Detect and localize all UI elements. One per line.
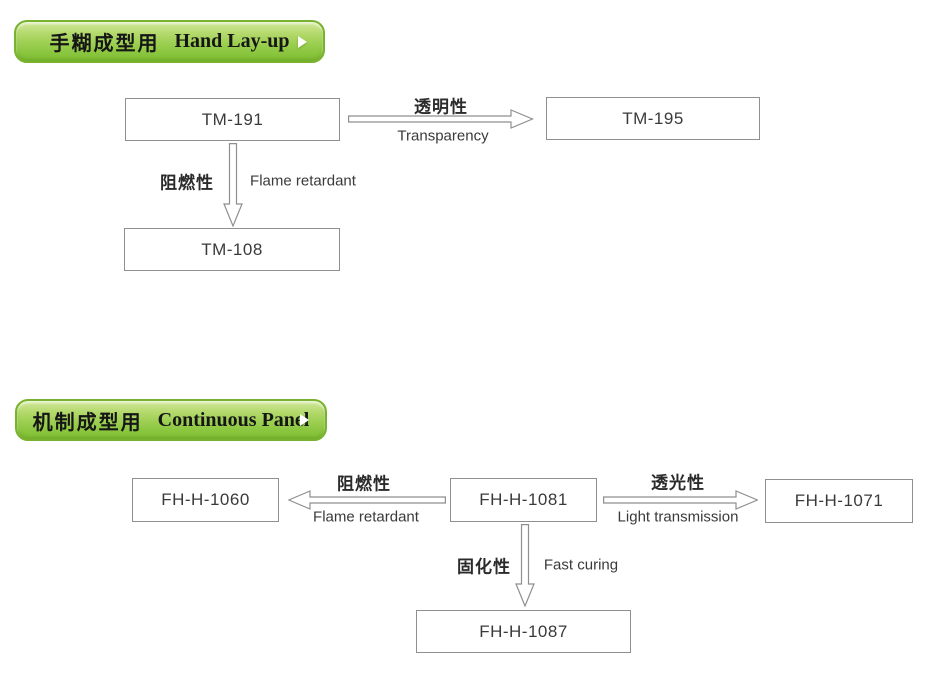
section-title-en: Hand Lay-up bbox=[174, 30, 290, 52]
edge-label-zh: 透明性 bbox=[414, 97, 468, 117]
node-fh-h-1081: FH-H-1081 bbox=[450, 478, 597, 522]
edge-label-en: Flame retardant bbox=[250, 172, 356, 190]
node-fh-h-1060: FH-H-1060 bbox=[132, 478, 279, 522]
section-title-zh: 手糊成型用 bbox=[49, 33, 160, 55]
node-fh-h-1071: FH-H-1071 bbox=[765, 479, 913, 523]
node-tm-191: TM-191 bbox=[125, 98, 340, 141]
edge-label-en: Fast curing bbox=[543, 556, 619, 574]
node-tm-195: TM-195 bbox=[546, 97, 760, 140]
section-title-en: Continuous Panel bbox=[157, 408, 310, 431]
edge-label-en: Light transmission bbox=[617, 508, 739, 526]
play-triangle-icon bbox=[298, 35, 307, 48]
edge-label-zh: 透光性 bbox=[651, 473, 705, 493]
arrow-right-transparency bbox=[348, 109, 534, 129]
node-fh-h-1087: FH-H-1087 bbox=[416, 610, 631, 653]
edge-label-zh: 阻燃性 bbox=[160, 173, 214, 193]
section-header-continuous-panel[interactable]: 机制成型用 Continuous Panel bbox=[15, 399, 327, 441]
node-label: FH-H-1087 bbox=[479, 621, 568, 641]
node-label: TM-191 bbox=[201, 109, 264, 129]
node-label: FH-H-1060 bbox=[161, 490, 250, 509]
node-label: TM-195 bbox=[622, 108, 684, 128]
edge-label-en: Transparency bbox=[397, 127, 489, 145]
edge-label-zh: 固化性 bbox=[457, 557, 511, 577]
node-label: FH-H-1081 bbox=[479, 490, 568, 509]
node-label: TM-108 bbox=[201, 239, 263, 259]
edge-label-en: Flame retardant bbox=[313, 508, 419, 526]
edge-label-zh: 阻燃性 bbox=[337, 474, 391, 494]
arrow-left-flame-retardant bbox=[288, 490, 446, 510]
arrow-right-light-transmission bbox=[603, 490, 758, 510]
section-header-hand-layup[interactable]: 手糊成型用 Hand Lay-up bbox=[14, 20, 325, 63]
arrow-down-flame-retardant bbox=[223, 143, 243, 227]
play-triangle-icon bbox=[300, 414, 309, 426]
arrow-down-fast-curing bbox=[515, 524, 535, 607]
node-label: FH-H-1071 bbox=[794, 491, 884, 510]
section-title-zh: 机制成型用 bbox=[32, 411, 143, 434]
node-tm-108: TM-108 bbox=[124, 228, 340, 271]
